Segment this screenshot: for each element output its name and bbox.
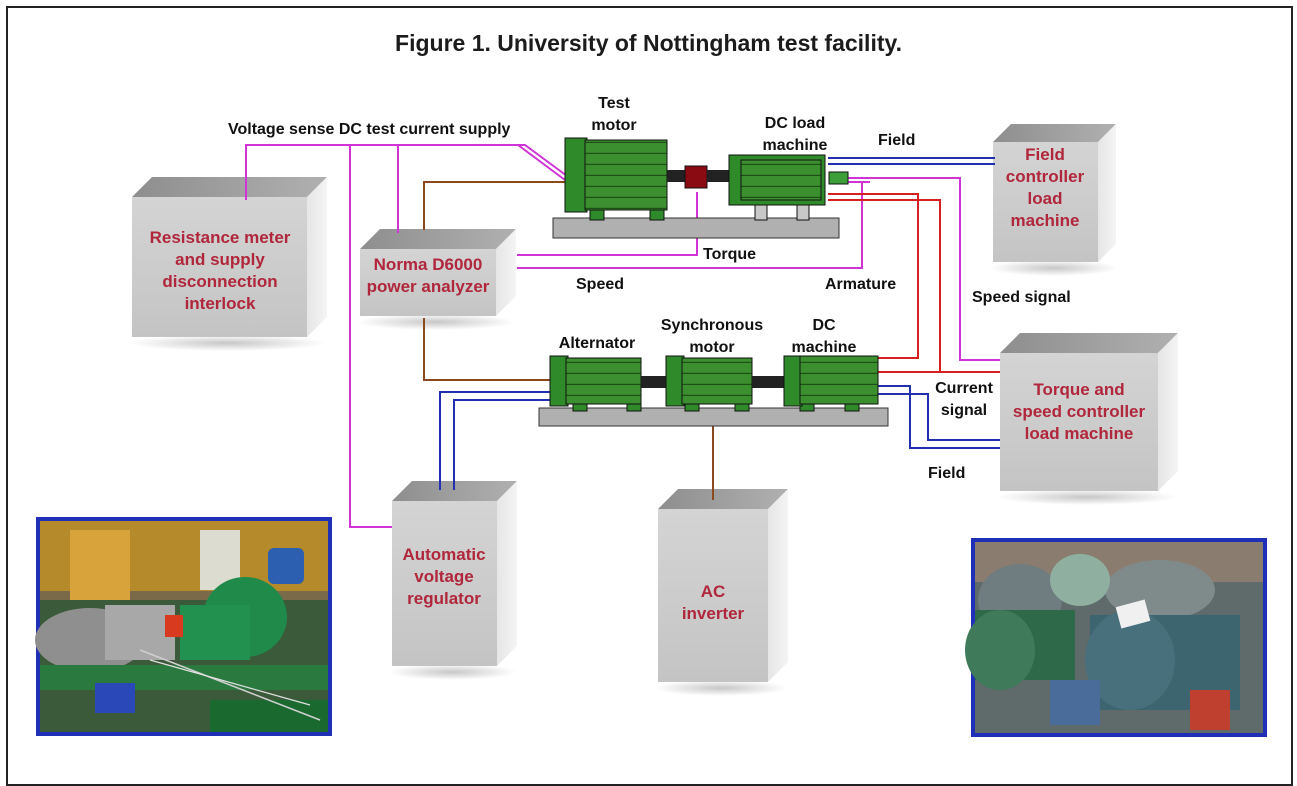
box-label-ac-inverter-0: AC: [701, 582, 726, 601]
label-test-motor-0: Test: [598, 95, 630, 112]
label-field-bottom: Field: [928, 465, 965, 482]
box-label-resistance-3: interlock: [185, 294, 256, 313]
box-label-avr-2: regulator: [407, 589, 481, 608]
label-alternator: Alternator: [559, 335, 635, 352]
label-current-signal-1: signal: [941, 402, 987, 419]
top-bench: [552, 217, 840, 239]
label-armature: Armature: [825, 276, 896, 293]
wire-field-bottom-2: [878, 393, 1000, 441]
label-dc-machine-1: machine: [792, 339, 857, 356]
box-label-avr-0: Automatic: [402, 545, 485, 564]
torque-transducer: [684, 165, 708, 189]
label-torque: Torque: [703, 246, 756, 263]
label-synchronous-0: Synchronous: [661, 317, 763, 334]
synchronous-motor: [665, 355, 753, 412]
box-label-field-controller-3: machine: [1011, 211, 1080, 230]
box-label-norma-0: Norma D6000: [374, 255, 483, 274]
wire-field-bottom-1: [878, 385, 1000, 449]
test-motor: [564, 137, 668, 221]
shaft-bottom-left: [641, 376, 666, 388]
wire-brown-bottom: [423, 318, 550, 381]
test-rig-photo: [35, 517, 332, 736]
label-dc-machine-0: DC: [812, 317, 836, 334]
box-label-field-controller-1: controller: [1006, 167, 1085, 186]
label-test-motor-1: motor: [591, 117, 636, 134]
box-label-resistance-0: Resistance meter: [150, 228, 291, 247]
wire-avr-2: [453, 399, 552, 490]
motors-photo: [965, 538, 1267, 737]
shaft-bottom-right: [752, 376, 784, 388]
box-label-torque-controller-1: speed controller: [1013, 402, 1146, 421]
dc-machine: [783, 355, 879, 412]
label-dc-load-0: DC load: [765, 115, 825, 132]
wire-voltage-sense-avr: [349, 145, 392, 528]
box-norma: [356, 229, 516, 330]
label-voltage-sense: Voltage sense DC test current supply: [228, 121, 511, 138]
wire-voltage-sense-main: [245, 144, 566, 200]
box-label-field-controller-0: Field: [1025, 145, 1065, 164]
box-torque-controller: [996, 333, 1178, 505]
box-resistance: [128, 177, 327, 351]
shaft-top-right: [707, 170, 729, 182]
label-synchronous-1: motor: [689, 339, 734, 356]
label-current-signal-0: Current: [935, 380, 993, 397]
box-label-avr-1: voltage: [414, 567, 474, 586]
alternator: [549, 355, 642, 412]
wire-brown-top: [423, 181, 565, 230]
dc-load-machine: [728, 154, 849, 221]
box-label-norma-1: power analyzer: [367, 277, 490, 296]
shaft-top-left: [667, 170, 685, 182]
box-label-field-controller-2: load: [1028, 189, 1063, 208]
box-label-resistance-1: and supply: [175, 250, 265, 269]
box-label-torque-controller-0: Torque and: [1033, 380, 1124, 399]
box-label-ac-inverter-1: inverter: [682, 604, 745, 623]
label-speed: Speed: [576, 276, 624, 293]
box-avr: [388, 481, 517, 680]
wire-avr-1: [439, 391, 552, 490]
box-ac-inverter: [654, 489, 788, 696]
wire-armature-1: [828, 193, 919, 359]
box-label-torque-controller-2: load machine: [1025, 424, 1134, 443]
wire-speed-signal-1: [848, 177, 1000, 361]
bottom-bench: [538, 407, 889, 427]
figure-title: Figure 1. University of Nottingham test …: [395, 30, 902, 56]
box-label-resistance-2: disconnection: [162, 272, 277, 291]
label-speed-signal: Speed signal: [972, 289, 1071, 306]
box-field-controller: [989, 124, 1118, 276]
label-field-top: Field: [878, 132, 915, 149]
wire-torque: [517, 192, 698, 256]
label-dc-load-1: machine: [763, 137, 828, 154]
wire-voltage-sense-motor: [398, 144, 568, 177]
